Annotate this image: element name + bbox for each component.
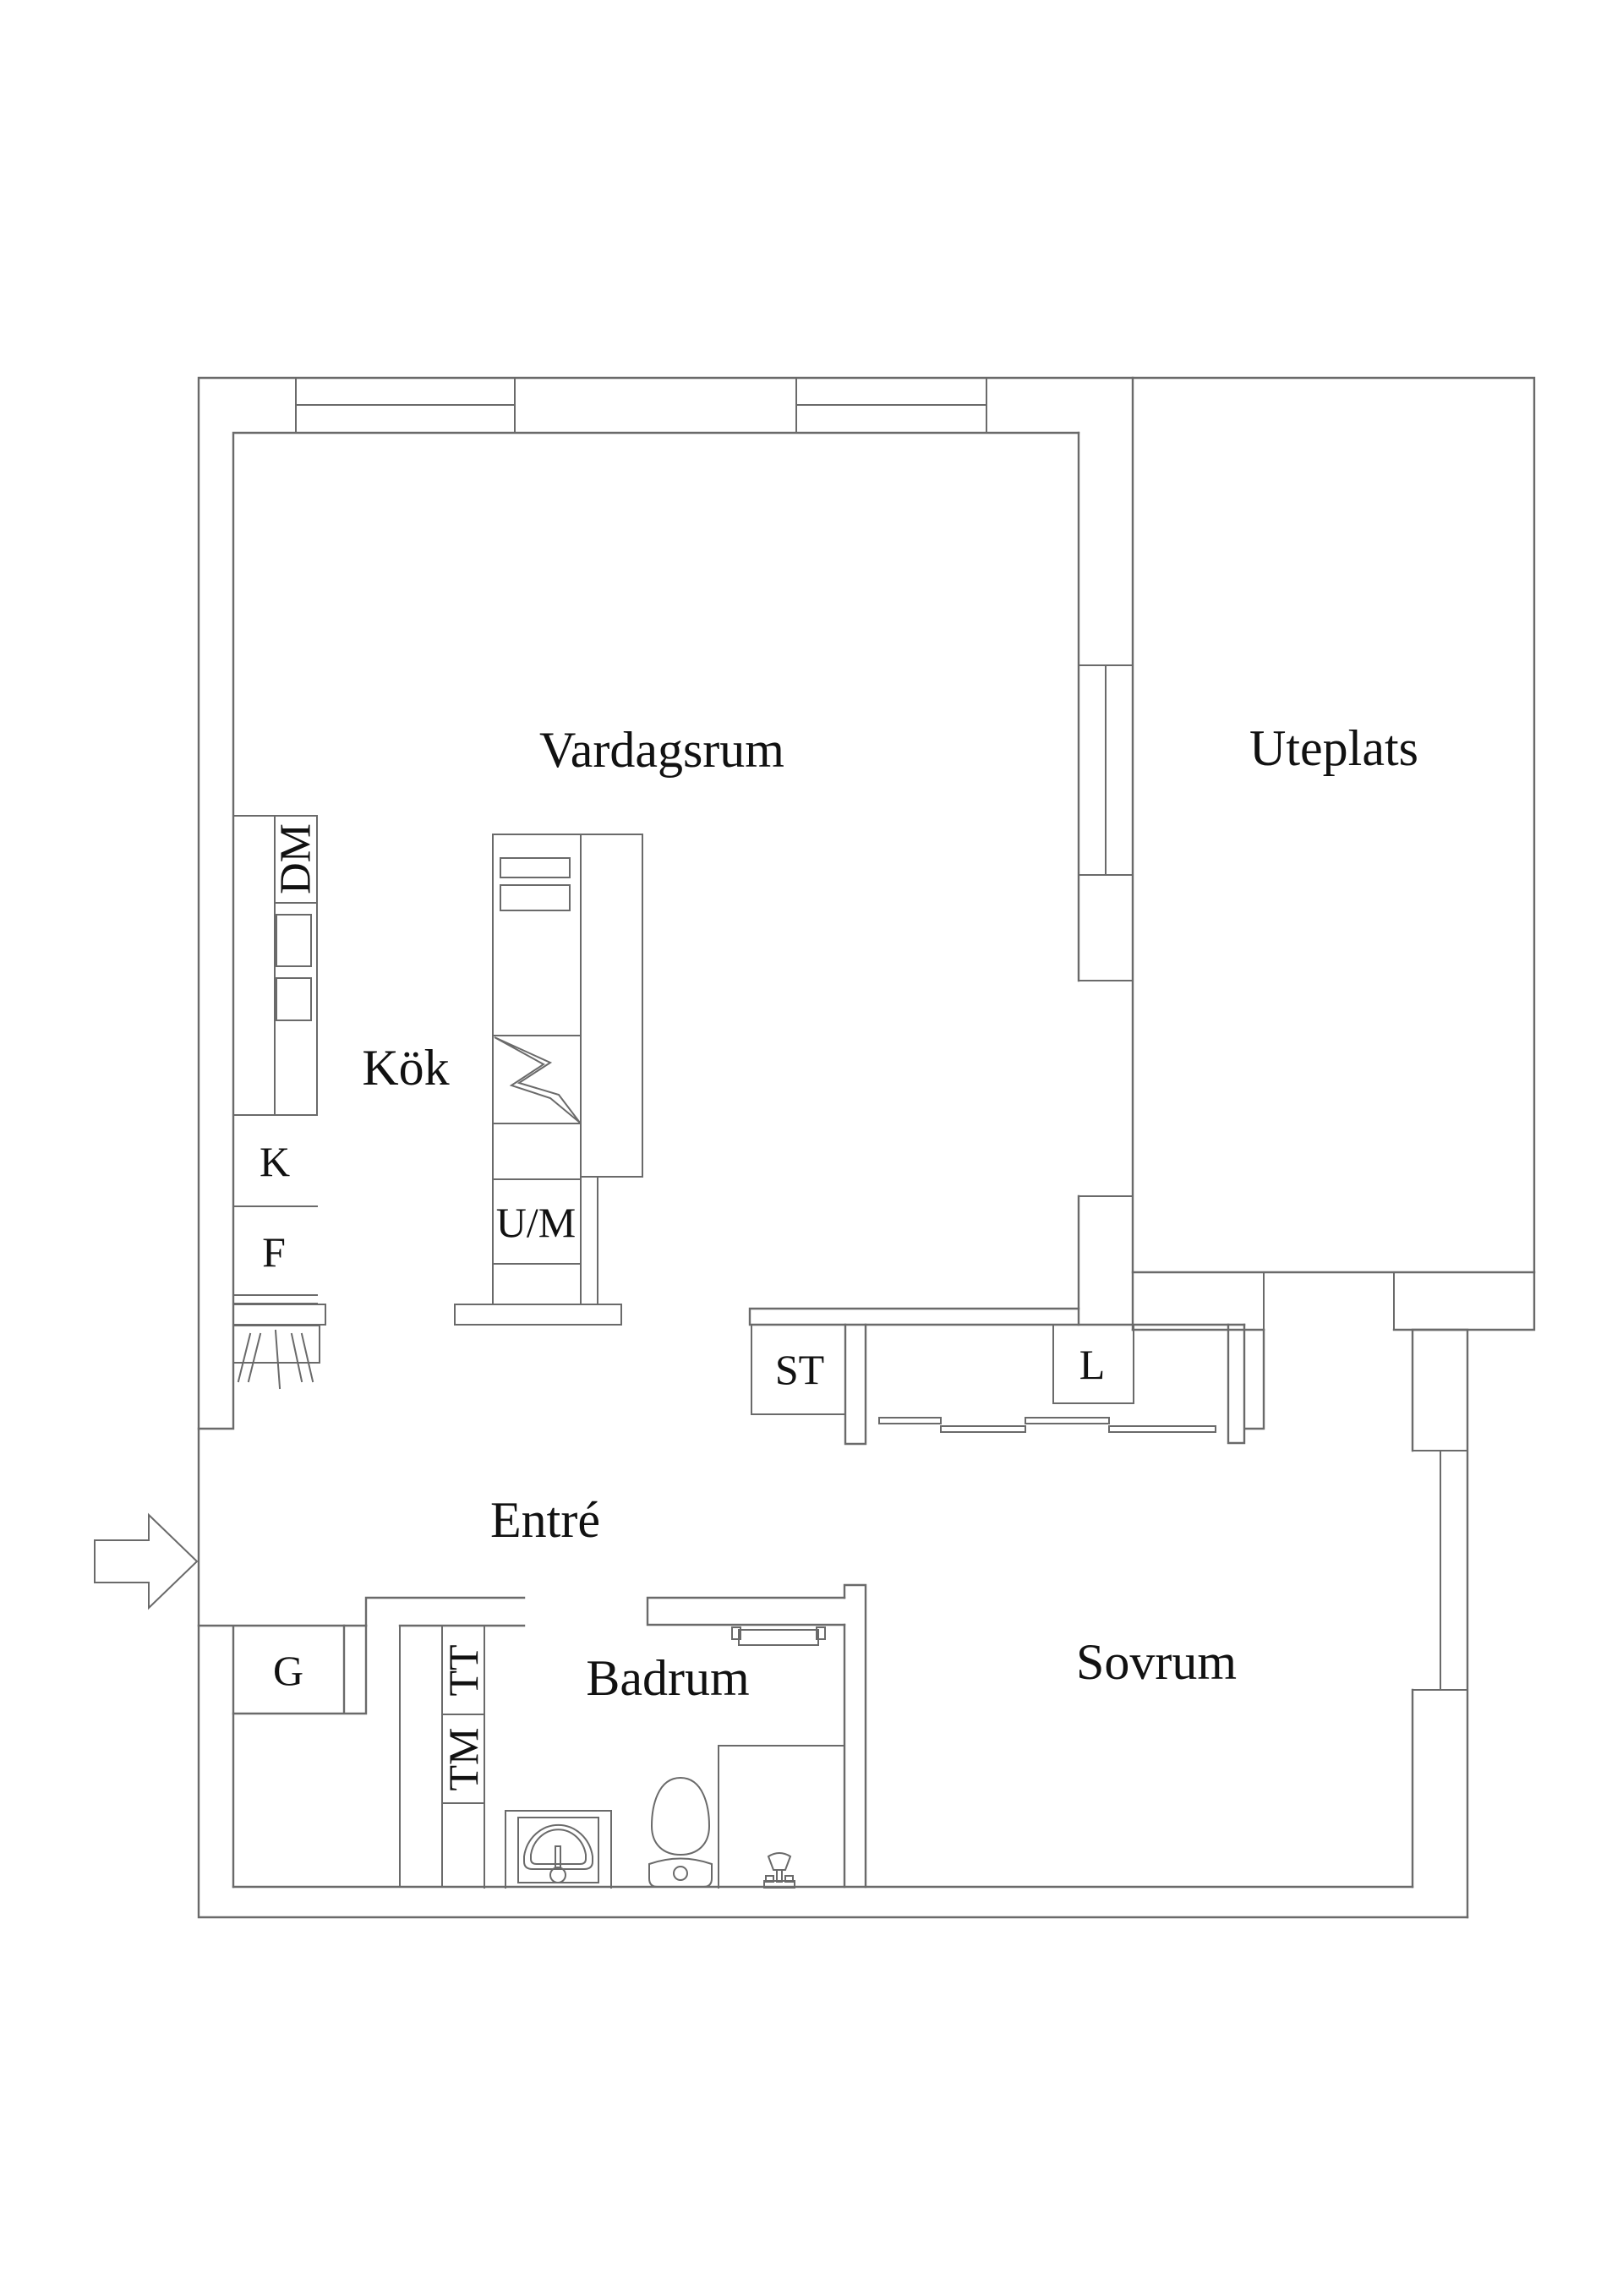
coat-hooks-icon bbox=[232, 1325, 320, 1390]
counter-drawer bbox=[276, 977, 312, 1021]
east-wall bbox=[1411, 1328, 1469, 1919]
sliding-door-track-icon bbox=[878, 1417, 1216, 1433]
window-icon bbox=[1263, 1271, 1395, 1331]
appliance-label-oven: U/M bbox=[496, 1199, 576, 1246]
exterior-walls bbox=[197, 376, 1536, 1919]
oven-outline bbox=[492, 1178, 582, 1265]
stove-outline bbox=[492, 1035, 582, 1124]
appliance-label-fridge: K bbox=[260, 1138, 290, 1185]
island-plinth bbox=[454, 1304, 622, 1326]
room-label-entre: Entré bbox=[490, 1492, 600, 1548]
inner-wall-top-left bbox=[197, 431, 1080, 1430]
entrance-arrow-icon bbox=[94, 1512, 199, 1610]
livingroom-patio-wall bbox=[1077, 376, 1134, 1331]
island-drawer bbox=[500, 857, 571, 878]
window-icon bbox=[795, 377, 987, 434]
room-label-sovrum: Sovrum bbox=[1076, 1634, 1237, 1690]
stove-lightning-icon bbox=[494, 1036, 581, 1123]
bathroom-walls bbox=[232, 1583, 867, 1889]
kitchen-counter bbox=[232, 815, 326, 1390]
appliance-label-freezer: F bbox=[262, 1228, 286, 1276]
toilet-icon bbox=[648, 1776, 713, 1888]
room-label-vardagsrum: Vardagsrum bbox=[539, 722, 784, 778]
appliance-label-linen: L bbox=[1079, 1341, 1106, 1388]
shower-mixer-icon bbox=[763, 1852, 795, 1889]
appliance-label-wardrobe: G bbox=[273, 1647, 303, 1694]
towel-rail-icon bbox=[731, 1626, 826, 1646]
appliance-label-dishwasher: DM bbox=[272, 823, 320, 894]
appliance-label-dryer: TT bbox=[440, 1644, 487, 1696]
window-icon bbox=[1078, 664, 1134, 1197]
top-windows bbox=[295, 377, 987, 434]
outer-wall-outline bbox=[197, 376, 1536, 1919]
kitchen-island bbox=[454, 834, 643, 1326]
appliance-label-washer: TM bbox=[440, 1728, 487, 1791]
counter-plinth bbox=[232, 1304, 326, 1326]
counter-drawer bbox=[276, 914, 312, 967]
window-icon bbox=[295, 377, 516, 434]
room-label-badrum: Badrum bbox=[586, 1650, 749, 1706]
sink-icon bbox=[505, 1810, 612, 1889]
room-label-uteplats: Uteplats bbox=[1249, 720, 1418, 776]
room-label-kok: Kök bbox=[362, 1040, 449, 1096]
window-icon bbox=[1412, 1450, 1468, 1691]
island-drawer bbox=[500, 884, 571, 911]
patio-south-wall bbox=[1131, 1271, 1536, 1331]
shower-partition bbox=[718, 1745, 845, 1889]
linen-compartment-outline bbox=[1052, 1324, 1134, 1404]
inner-wall-left-lower bbox=[197, 1624, 368, 1889]
st-closet-outline bbox=[751, 1324, 846, 1415]
laundry-column-outline bbox=[399, 1625, 485, 1889]
closet-walls bbox=[748, 1307, 1265, 1446]
appliance-label-st: ST bbox=[775, 1346, 824, 1393]
